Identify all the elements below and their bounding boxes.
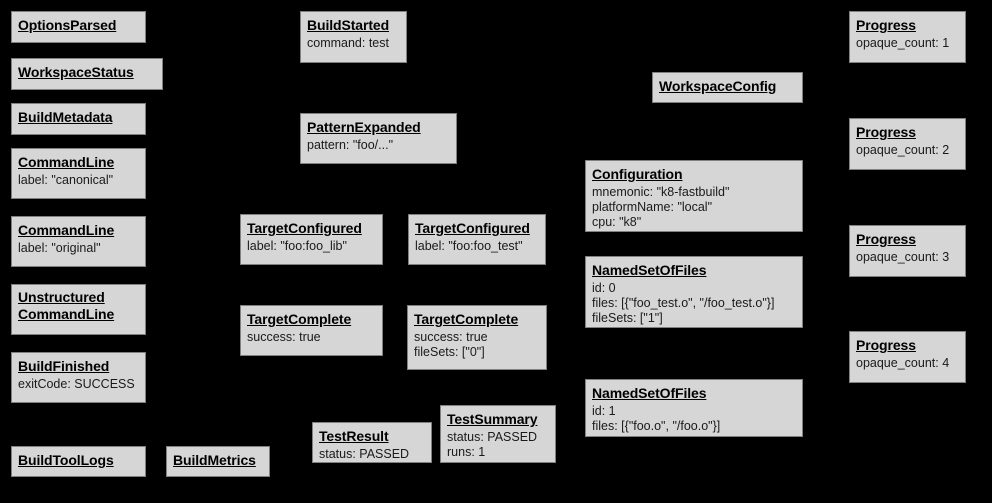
node-title: PatternExpanded bbox=[307, 119, 421, 135]
node-target-complete-lib[interactable]: TargetComplete success: true bbox=[240, 305, 383, 356]
node-build-metrics[interactable]: BuildMetrics bbox=[166, 446, 270, 477]
node-field: success: true bbox=[247, 329, 321, 344]
node-title: WorkspaceConfig bbox=[659, 78, 777, 94]
node-field: fileSets: ["0"] bbox=[414, 344, 485, 359]
node-fields: label: "foo:foo_lib" bbox=[247, 239, 376, 254]
node-title: BuildMetadata bbox=[18, 109, 113, 125]
node-title: Configuration bbox=[592, 166, 683, 182]
node-progress-2[interactable]: Progress opaque_count: 2 bbox=[849, 118, 966, 170]
node-field: opaque_count: 3 bbox=[856, 249, 950, 264]
node-field: fileSets: ["1"] bbox=[592, 311, 663, 326]
node-fields: opaque_count: 4 bbox=[856, 356, 959, 371]
node-workspace-status[interactable]: WorkspaceStatus bbox=[11, 58, 163, 90]
node-title: TestResult bbox=[319, 428, 389, 444]
node-field: id: 1 bbox=[592, 403, 616, 418]
node-progress-3[interactable]: Progress opaque_count: 3 bbox=[849, 225, 966, 277]
node-field: files: [{"foo_test.o", "/foo_test.o"}] bbox=[592, 295, 775, 310]
node-field: label: "canonical" bbox=[18, 172, 114, 187]
node-title: TestSummary bbox=[447, 411, 538, 427]
node-title: WorkspaceStatus bbox=[18, 64, 134, 80]
node-target-configured-foo-lib[interactable]: TargetConfigured label: "foo:foo_lib" bbox=[240, 214, 383, 265]
node-title: CommandLine bbox=[18, 154, 115, 170]
node-title: TargetConfigured bbox=[247, 220, 362, 236]
node-field: id: 0 bbox=[592, 280, 616, 295]
node-field: exitCode: SUCCESS bbox=[18, 376, 135, 391]
node-field: files: [{"foo.o", "/foo.o"}] bbox=[592, 418, 721, 433]
node-fields: opaque_count: 1 bbox=[856, 36, 959, 51]
node-build-finished[interactable]: BuildFinished exitCode: SUCCESS bbox=[11, 352, 146, 403]
node-fields: opaque_count: 3 bbox=[856, 250, 959, 265]
node-command-line-canonical[interactable]: CommandLine label: "canonical" bbox=[11, 148, 146, 199]
node-title: CommandLine bbox=[18, 222, 115, 238]
node-title: Progress bbox=[856, 337, 916, 353]
node-field: label: "foo:foo_lib" bbox=[247, 238, 347, 253]
node-title: TargetComplete bbox=[247, 311, 352, 327]
node-field: pattern: "foo/..." bbox=[307, 137, 394, 152]
node-unstructured-command-line[interactable]: Unstructured CommandLine bbox=[11, 284, 146, 335]
node-field: status: PASSED bbox=[447, 429, 538, 444]
node-workspace-config[interactable]: WorkspaceConfig bbox=[652, 72, 803, 103]
node-field: mnemonic: "k8-fastbuild" bbox=[592, 184, 730, 199]
node-field: success: true bbox=[414, 329, 488, 344]
node-title: NamedSetOfFiles bbox=[592, 262, 707, 278]
node-fields: command: test bbox=[307, 36, 400, 51]
node-title: NamedSetOfFiles bbox=[592, 385, 707, 401]
node-test-result[interactable]: TestResult status: PASSED bbox=[312, 422, 432, 463]
node-fields: exitCode: SUCCESS bbox=[18, 377, 139, 392]
node-field: status: PASSED bbox=[319, 446, 410, 461]
node-field: opaque_count: 1 bbox=[856, 35, 950, 50]
node-field: label: "foo:foo_test" bbox=[415, 238, 523, 253]
node-options-parsed[interactable]: OptionsParsed bbox=[11, 11, 146, 43]
node-title: BuildStarted bbox=[307, 17, 390, 33]
node-fields: mnemonic: "k8-fastbuild"platformName: "l… bbox=[592, 185, 796, 231]
node-field: label: "original" bbox=[18, 240, 101, 255]
node-title: BuildToolLogs bbox=[18, 452, 114, 468]
node-configuration[interactable]: Configuration mnemonic: "k8-fastbuild"pla… bbox=[585, 160, 803, 232]
node-progress-4[interactable]: Progress opaque_count: 4 bbox=[849, 331, 966, 383]
node-field: opaque_count: 4 bbox=[856, 355, 950, 370]
node-field: runs: 1 bbox=[447, 444, 486, 459]
node-command-line-original[interactable]: CommandLine label: "original" bbox=[11, 216, 146, 267]
node-fields: success: true bbox=[247, 330, 376, 345]
node-build-started[interactable]: BuildStarted command: test bbox=[300, 11, 407, 63]
node-pattern-expanded[interactable]: PatternExpanded pattern: "foo/..." bbox=[300, 113, 457, 164]
node-field: command: test bbox=[307, 35, 389, 50]
node-build-metadata[interactable]: BuildMetadata bbox=[11, 103, 146, 135]
node-title: Unstructured CommandLine bbox=[18, 289, 115, 323]
node-field: cpu: "k8" bbox=[592, 215, 642, 230]
node-title: BuildMetrics bbox=[173, 452, 256, 468]
node-fields: label: "foo:foo_test" bbox=[415, 239, 539, 254]
node-title: OptionsParsed bbox=[18, 17, 117, 33]
node-field: opaque_count: 2 bbox=[856, 142, 950, 157]
node-fields: label: "canonical" bbox=[18, 173, 139, 188]
node-title: Progress bbox=[856, 124, 916, 140]
node-fields: status: PASSED bbox=[319, 447, 425, 462]
node-fields: label: "original" bbox=[18, 241, 139, 256]
node-title: TargetComplete bbox=[414, 311, 519, 327]
node-fields: pattern: "foo/..." bbox=[307, 138, 450, 153]
node-build-tool-logs[interactable]: BuildToolLogs bbox=[11, 446, 146, 477]
node-title: Progress bbox=[856, 231, 916, 247]
node-target-configured-foo-test[interactable]: TargetConfigured label: "foo:foo_test" bbox=[408, 214, 546, 265]
node-progress-1[interactable]: Progress opaque_count: 1 bbox=[849, 11, 966, 63]
node-fields: opaque_count: 2 bbox=[856, 143, 959, 158]
node-title: BuildFinished bbox=[18, 358, 110, 374]
node-title: Progress bbox=[856, 17, 916, 33]
node-field: platformName: "local" bbox=[592, 199, 713, 214]
node-title: TargetConfigured bbox=[415, 220, 530, 236]
